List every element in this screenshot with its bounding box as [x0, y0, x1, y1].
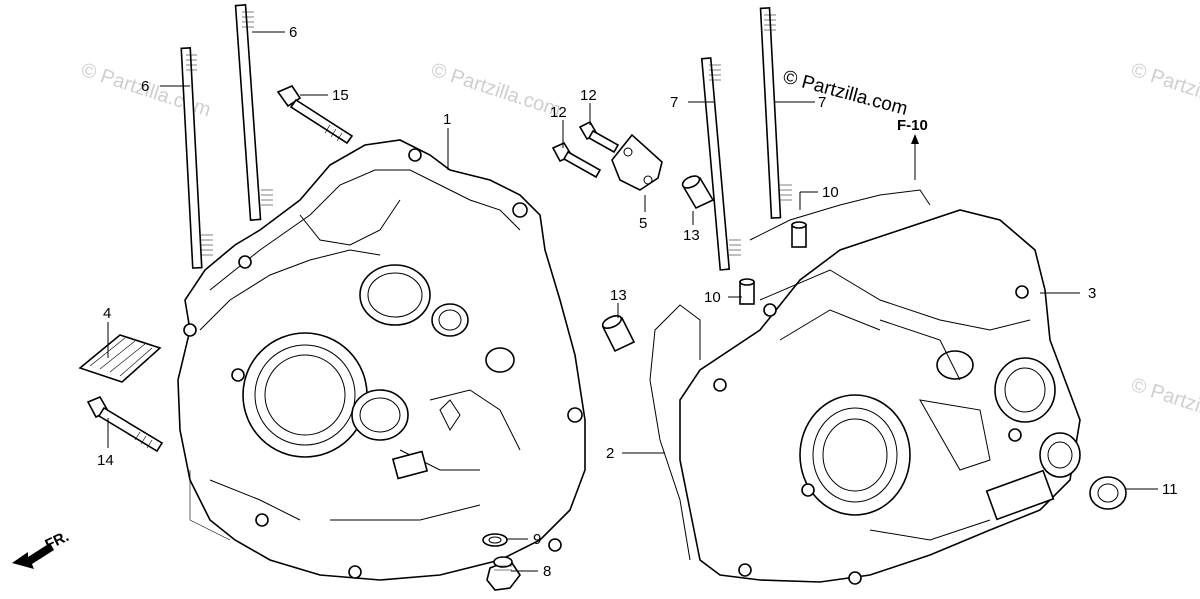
callout-7: 7: [818, 94, 826, 111]
left-crankcase-half: [177, 139, 586, 581]
dowel-pin-10-upper: [791, 221, 807, 248]
reference-arrow: F-10: [897, 117, 928, 180]
dowel-pin-13-upper: [681, 175, 715, 210]
callout-8: 8: [543, 563, 551, 580]
oil-seal-11: [1089, 476, 1127, 510]
callout-5: 5: [639, 215, 647, 232]
callout-12: 12: [550, 104, 567, 121]
callout-10: 10: [704, 289, 721, 306]
stud-bolt-6-right: [234, 4, 273, 221]
callout-4: 4: [103, 305, 111, 322]
washer-9: [482, 533, 508, 547]
oil-strainer-screen-4: [78, 334, 162, 383]
callout-6: 6: [289, 24, 297, 41]
bracket-5: [611, 133, 663, 191]
callout-13: 13: [683, 227, 700, 244]
bolt-12-right: [578, 120, 620, 154]
callout-12: 12: [580, 87, 597, 104]
callout-11: 11: [1162, 481, 1178, 498]
callout-1: 1: [443, 111, 451, 128]
callout-13: 13: [610, 287, 627, 304]
callout-2: 2: [606, 445, 614, 462]
callout-15: 15: [332, 87, 349, 104]
bolt-14: [86, 395, 164, 453]
callout-3: 3: [1088, 285, 1096, 302]
drain-bolt-8: [486, 556, 521, 591]
bolt-15: [276, 85, 354, 145]
callout-14: 14: [97, 452, 114, 469]
watermark-text: © Partzilla.com: [1128, 59, 1200, 122]
reference-label: F-10: [897, 117, 928, 134]
callout-7: 7: [670, 94, 678, 111]
stud-bolt-7-left: [700, 57, 741, 271]
callout-10: 10: [822, 184, 839, 201]
copyright-text: © Partzilla.com: [781, 67, 910, 120]
dowel-pin-13-lower: [601, 315, 636, 353]
callout-numbers: 1 2 3 4 5 6 6 7 7 8 9 10 10 11 12 12 13 …: [97, 24, 1178, 580]
front-label: FR.: [43, 528, 72, 554]
watermark-text: © Partzilla.com: [1128, 374, 1200, 437]
stud-bolt-6-left: [180, 47, 213, 269]
callout-9: 9: [533, 531, 541, 548]
stud-bolt-7-right: [759, 7, 792, 219]
callout-6: 6: [141, 78, 149, 95]
right-crankcase-half: [649, 189, 1081, 585]
leader-lines: [107, 31, 1158, 572]
front-direction-arrow: FR.: [12, 528, 72, 569]
bolt-12-left: [551, 141, 602, 179]
dowel-pin-10-lower: [739, 278, 755, 305]
